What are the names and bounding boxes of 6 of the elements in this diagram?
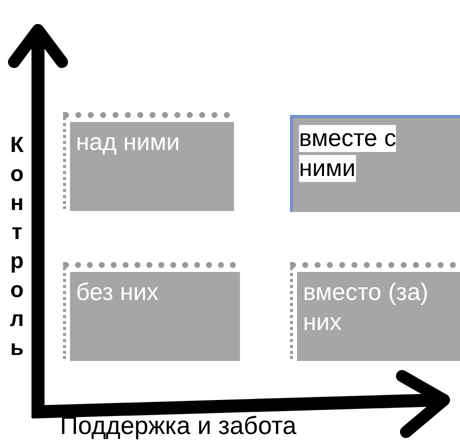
- axis-label: Поддержка и забота: [60, 412, 296, 441]
- quadrant-box: вместе с ними: [290, 115, 460, 212]
- quadrant-box: без них: [70, 272, 240, 361]
- axis-label: Контроль: [9, 131, 25, 362]
- quadrant-box: над ними: [70, 122, 234, 211]
- quadrant-box: вместо (за) них: [297, 272, 460, 361]
